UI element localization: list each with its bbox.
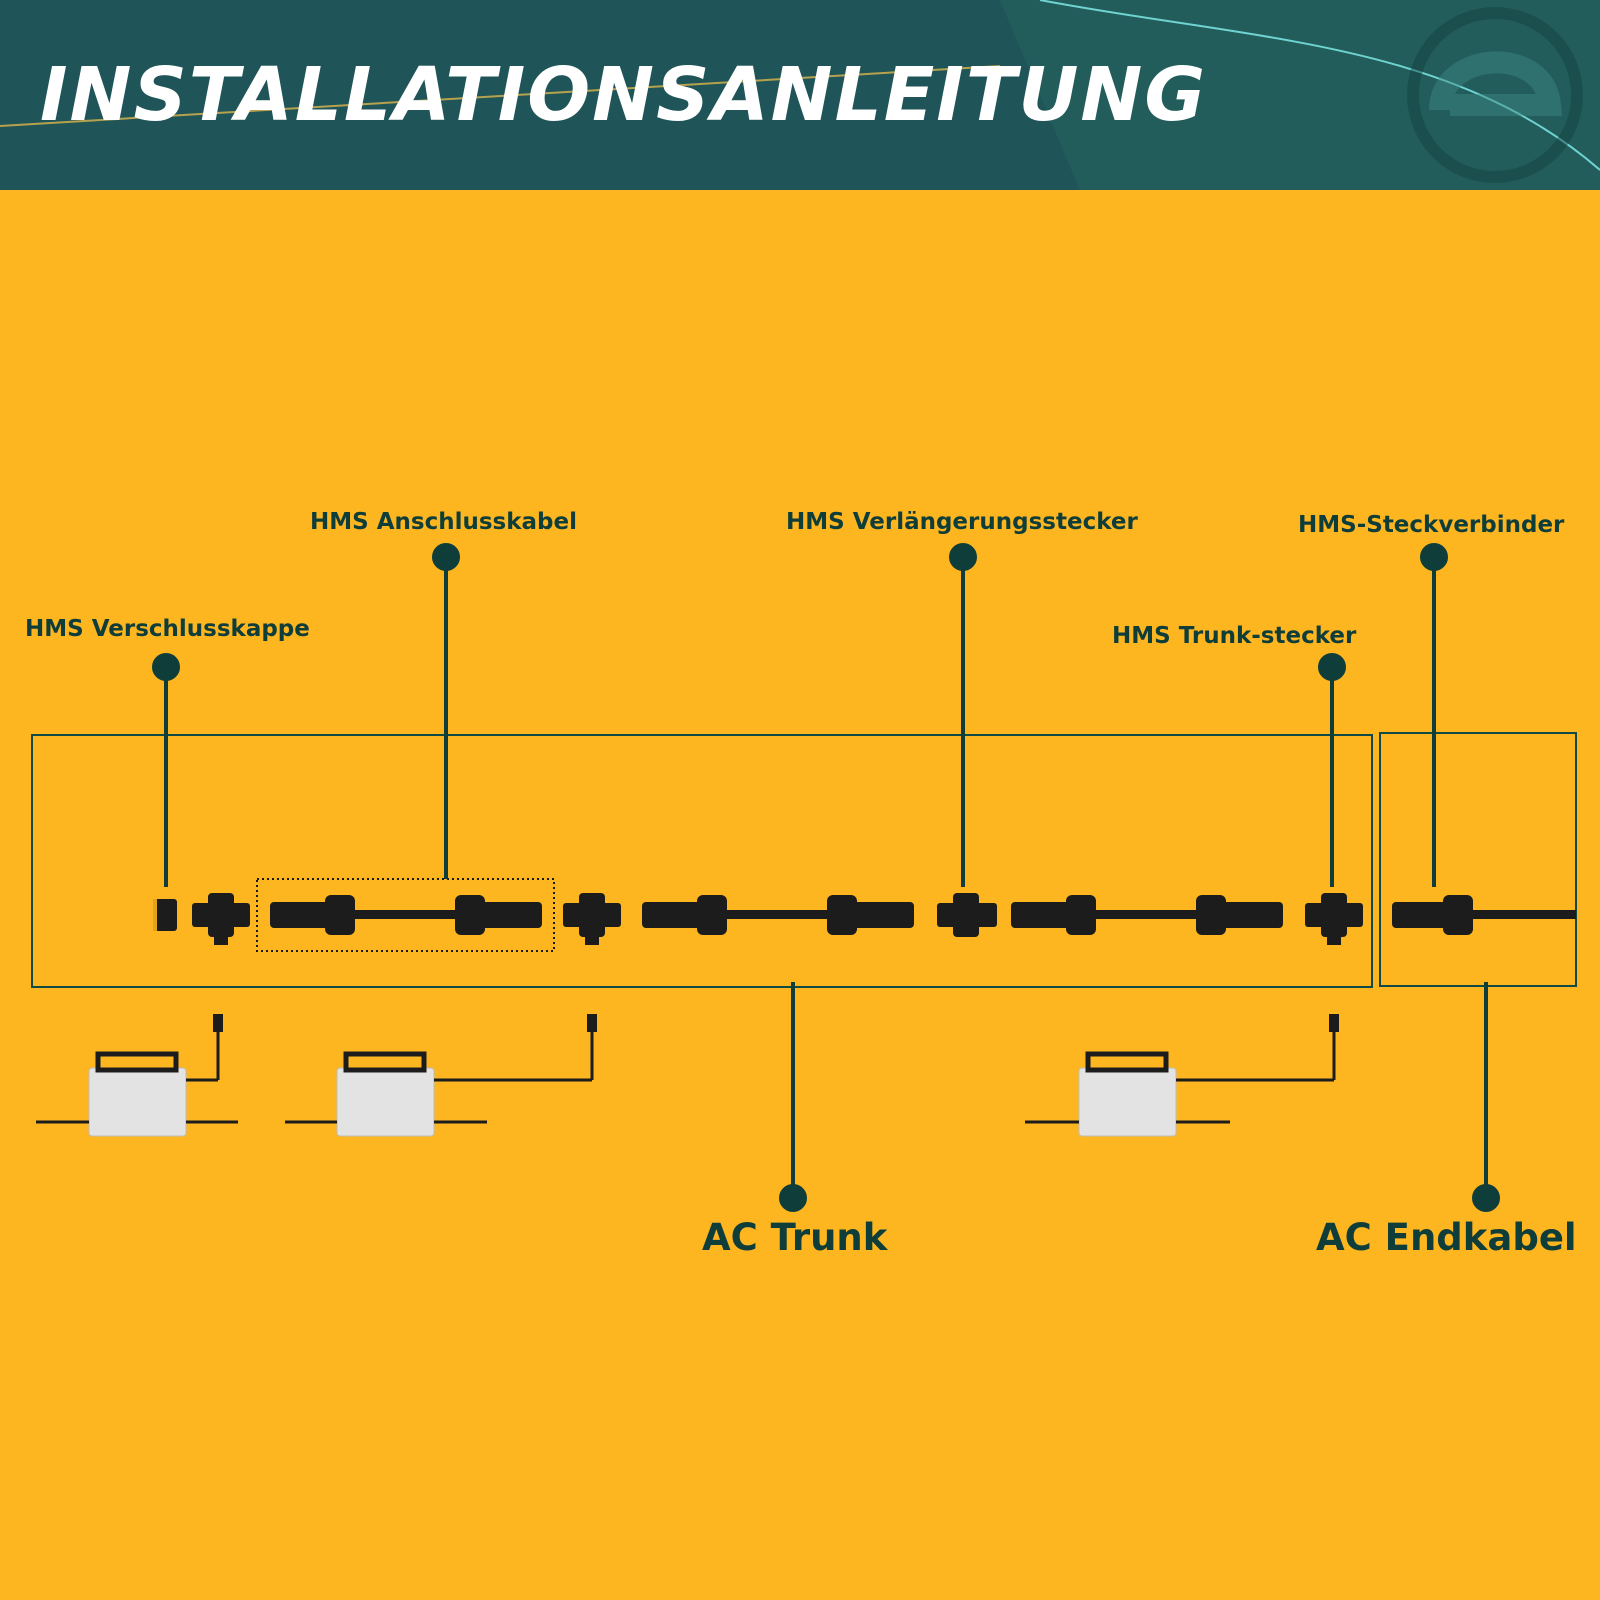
microinverter-3 <box>1025 1014 1339 1137</box>
steckverbinder-callout-dot <box>1420 543 1448 571</box>
verlaengerungsstecker-label: HMS Verlängerungsstecker <box>786 509 1138 535</box>
verlaengerungsstecker-part <box>937 893 997 937</box>
installation-diagram: HMS Verschlusskappe HMS Anschlusskabel H… <box>25 509 1577 1259</box>
ac-endkabel-part <box>1392 895 1576 935</box>
anschlusskabel-part <box>270 895 542 935</box>
verschlusskappe-label: HMS Verschlusskappe <box>25 616 310 642</box>
ac-endkabel-label: AC Endkabel <box>1316 1216 1577 1259</box>
ac-endkabel-callout-dot <box>1472 1184 1500 1212</box>
verlaengerungsstecker-callout-dot <box>949 543 977 571</box>
trunk-stecker-label: HMS Trunk-stecker <box>1112 623 1357 649</box>
page-title: INSTALLATIONSANLEITUNG <box>40 52 1208 138</box>
anschlusskabel-label: HMS Anschlusskabel <box>310 509 577 535</box>
anschlusskabel-highlight <box>256 878 555 952</box>
trunk-cable-segment <box>1011 895 1283 935</box>
ac-trunk-label: AC Trunk <box>702 1216 889 1259</box>
t-connector-part <box>563 893 621 945</box>
header-decoration <box>0 0 1600 190</box>
anschlusskabel-callout-dot <box>432 543 460 571</box>
microinverter-2 <box>285 1014 597 1137</box>
ac-endkabel-box <box>1379 732 1577 987</box>
t-connector-part <box>192 893 250 945</box>
verschlusskappe-callout-dot <box>152 653 180 681</box>
brand-logo-icon <box>1407 7 1583 183</box>
microinverter-1 <box>36 1014 238 1137</box>
steckverbinder-label: HMS-Steckverbinder <box>1298 512 1565 538</box>
ac-trunk-box <box>31 734 1373 988</box>
ac-trunk-callout-dot <box>779 1184 807 1212</box>
trunk-cable-segment <box>642 895 914 935</box>
trunk-stecker-part <box>1305 893 1363 945</box>
verschlusskappe-part <box>153 899 177 931</box>
trunk-stecker-callout-dot <box>1318 653 1346 681</box>
header-banner: INSTALLATIONSANLEITUNG <box>0 0 1600 190</box>
